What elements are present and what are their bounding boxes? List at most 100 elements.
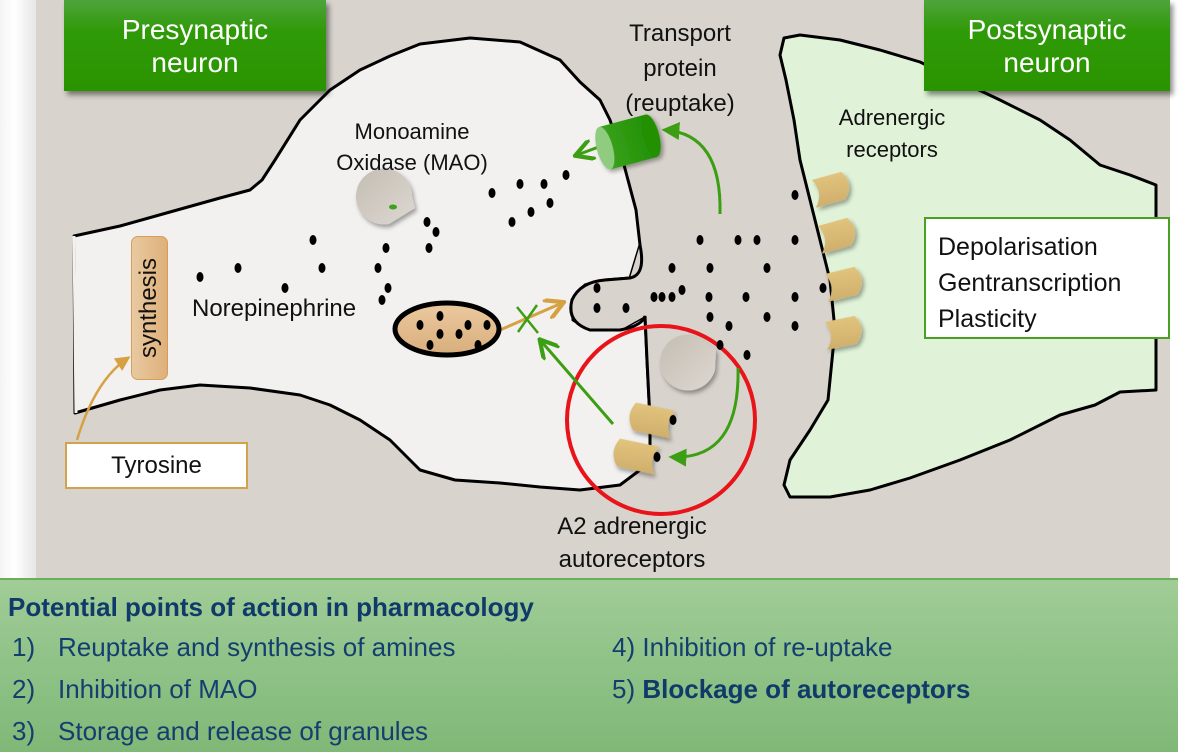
norepinephrine-molecule	[318, 263, 326, 273]
release-blocked-x-icon	[516, 304, 539, 334]
norepinephrine-molecule	[791, 321, 799, 331]
storage-vesicle	[392, 300, 502, 358]
pharmacology-item-5: 5) Blockage of autoreceptors	[612, 672, 970, 706]
pharmacology-item-4: 4) Inhibition of re-uptake	[612, 630, 892, 664]
transport-protein-icon	[595, 114, 661, 170]
item-number: 1)	[12, 632, 36, 662]
postsynaptic-label-line2: neuron	[1003, 46, 1091, 78]
synthesis-label: synthesis	[135, 257, 163, 359]
effect-gentranscription: Gentranscription	[938, 269, 1122, 297]
slide-right-margin	[1170, 0, 1178, 578]
presynaptic-neuron-label: Presynaptic neuron	[64, 0, 326, 91]
synaptic-bouton	[572, 245, 660, 450]
norepinephrine-molecule	[791, 235, 799, 245]
vesicle-norepinephrine-molecule	[436, 311, 444, 321]
item-text: Storage and release of granules	[58, 716, 429, 746]
mao-label: Monoamine Oxidase (MAO)	[296, 116, 528, 178]
norepinephrine-molecule	[716, 340, 724, 350]
norepinephrine-molecule	[622, 303, 630, 313]
norepinephrine-molecule	[706, 263, 714, 273]
norepinephrine-molecule	[706, 312, 714, 322]
transport-protein-label: Transport protein (reuptake)	[590, 16, 770, 121]
norepinephrine-molecule	[234, 263, 242, 273]
vesicle-norepinephrine-molecule	[416, 320, 424, 330]
adrenergic-receptor-icon	[818, 217, 856, 254]
norepinephrine-molecule	[384, 283, 392, 293]
norepinephrine-molecule	[281, 283, 289, 293]
item-text: Blockage of autoreceptors	[642, 674, 971, 704]
autoreceptor-inhibition-arrow	[541, 341, 615, 425]
autoreceptor-highlight-circle	[565, 324, 757, 516]
norepinephrine-molecule	[382, 243, 390, 253]
mao-enzyme-icon	[356, 168, 415, 225]
norepinephrine-molecule	[374, 263, 382, 273]
norepinephrine-molecule	[425, 243, 433, 253]
vesicle-norepinephrine-molecule	[426, 340, 434, 350]
pharmacology-item-1: 1) Reuptake and synthesis of amines	[12, 630, 455, 664]
mao-label-line1: Monoamine	[354, 119, 470, 144]
bouton-outline	[569, 244, 652, 450]
norepinephrine-molecule	[753, 235, 761, 245]
transport-label-line3: (reuptake)	[625, 90, 735, 117]
norepinephrine-molecule	[725, 321, 733, 331]
presynaptic-label-line1: Presynaptic	[121, 13, 269, 45]
pharmacology-item-2: 2) Inhibition of MAO	[12, 672, 257, 706]
norepinephrine-molecule	[196, 272, 204, 282]
item-text: Reuptake and synthesis of amines	[58, 632, 456, 662]
norepinephrine-molecule	[668, 263, 676, 273]
norepinephrine-molecule	[527, 207, 535, 217]
synthesis-box: synthesis	[131, 236, 168, 380]
transport-label-line1: Transport	[629, 20, 731, 47]
vesicle-norepinephrine-molecule	[474, 340, 482, 350]
norepinephrine-label: Norepinephrine	[192, 295, 357, 322]
postsynaptic-neuron-label: Postsynaptic neuron	[924, 0, 1170, 91]
norepinephrine-molecule	[432, 227, 440, 237]
norepinephrine-molecule	[658, 292, 666, 302]
norepinephrine-molecule	[378, 295, 386, 305]
norepinephrine-molecule	[516, 179, 524, 189]
a2-label-line2: autoreceptors	[558, 546, 706, 573]
norepinephrine-molecule	[488, 188, 496, 198]
item-text: Inhibition of MAO	[58, 674, 258, 704]
transport-label-line2: protein	[643, 55, 717, 82]
norepinephrine-molecule	[743, 350, 751, 360]
adrenergic-receptor-icon	[812, 171, 850, 208]
norepinephrine-molecule	[763, 312, 771, 322]
a2-autoreceptor-icon	[629, 402, 676, 439]
postsynaptic-effects-box: Depolarisation Gentranscription Plastici…	[924, 217, 1170, 339]
norepinephrine-molecule	[540, 179, 548, 189]
item-text: Inhibition of re-uptake	[642, 632, 893, 662]
effect-depolarisation: Depolarisation	[938, 233, 1098, 261]
slide-left-margin	[0, 0, 36, 578]
tyrosine-to-synthesis-arrow	[75, 356, 131, 441]
vesicle-release-arrow	[499, 303, 562, 332]
a2-autoreceptor-icon	[613, 438, 660, 475]
bound-norepinephrine-molecule	[653, 452, 661, 462]
norepinephrine-molecule	[742, 292, 750, 302]
tyrosine-box: Tyrosine	[65, 442, 248, 489]
norepinephrine-molecule	[508, 217, 516, 227]
vesicle-norepinephrine-molecule	[464, 320, 472, 330]
adrenergic-receptor-icon	[825, 315, 862, 350]
norepinephrine-molecule	[562, 170, 570, 180]
norepinephrine-molecule	[763, 263, 771, 273]
effect-plasticity: Plasticity	[938, 305, 1037, 333]
vesicle-norepinephrine-molecule	[483, 320, 491, 330]
bound-norepinephrine-molecule	[669, 415, 677, 425]
postsynaptic-label-line1: Postsynaptic	[967, 13, 1127, 45]
vesicle-norepinephrine-molecule	[455, 329, 463, 339]
adrenergic-label-line1: Adrenergic	[838, 105, 946, 130]
norepinephrine-molecule	[546, 198, 554, 208]
norepinephrine-molecule	[791, 292, 799, 302]
norepinephrine-molecule	[309, 235, 317, 245]
norepinephrine-molecule	[696, 235, 704, 245]
reuptake-arrow	[661, 122, 722, 215]
vesicle-norepinephrine-molecule	[436, 329, 444, 339]
norepinephrine-molecule	[819, 283, 827, 293]
mao-label-line2: Oxidase (MAO)	[336, 150, 488, 175]
item-number: 2)	[12, 674, 36, 704]
norepinephrine-molecule	[678, 285, 686, 295]
a2-label-line1: A2 adrenergic	[557, 513, 707, 540]
item-number: 3)	[12, 716, 36, 746]
norepinephrine-molecule	[668, 292, 676, 302]
